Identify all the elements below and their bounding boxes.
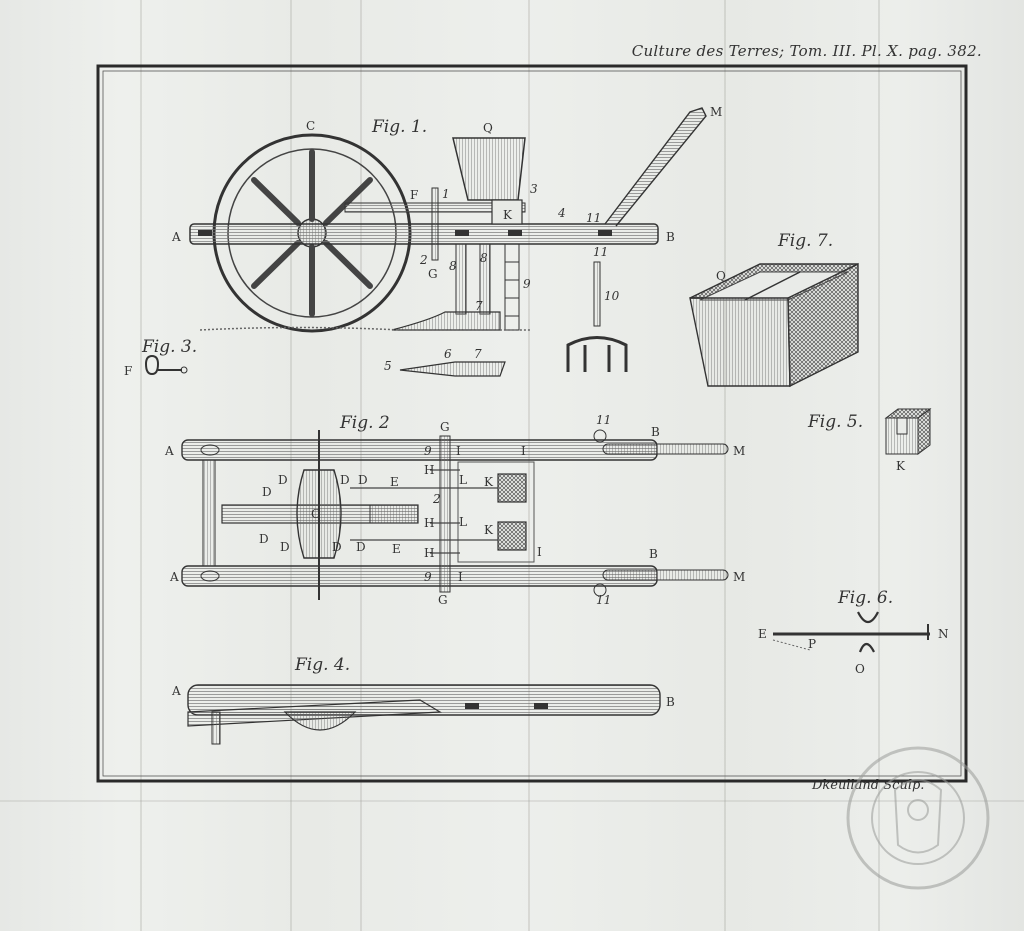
svg-text:A: A bbox=[164, 444, 174, 458]
fig5-title: Fig. 5. bbox=[807, 412, 863, 432]
parts-labels: 5 6 7 11 10 bbox=[384, 245, 620, 373]
svg-text:D: D bbox=[358, 473, 368, 487]
fig2-labels: A A B B M M G G C 9 9 I I I I H H H L L … bbox=[164, 413, 745, 607]
fig1-title: Fig. 1. bbox=[371, 117, 427, 137]
svg-text:11: 11 bbox=[593, 245, 608, 259]
svg-text:E: E bbox=[758, 627, 767, 641]
paper-fold bbox=[878, 0, 880, 931]
fig6-title: Fig. 6. bbox=[837, 588, 893, 608]
plate-inner-border bbox=[102, 70, 962, 777]
svg-text:Q: Q bbox=[483, 121, 493, 135]
svg-text:G: G bbox=[428, 267, 438, 281]
fig7-title: Fig. 7. bbox=[777, 231, 833, 251]
svg-text:2: 2 bbox=[432, 492, 441, 506]
svg-text:8: 8 bbox=[449, 259, 457, 273]
svg-text:7: 7 bbox=[474, 347, 482, 361]
svg-text:F: F bbox=[410, 188, 418, 202]
fig4-title: Fig. 4. bbox=[294, 655, 350, 675]
svg-text:D: D bbox=[280, 540, 290, 554]
svg-text:P: P bbox=[808, 637, 816, 651]
svg-text:D: D bbox=[340, 473, 350, 487]
svg-text:11: 11 bbox=[596, 413, 611, 427]
svg-text:A: A bbox=[171, 684, 181, 698]
svg-text:I: I bbox=[456, 444, 461, 458]
svg-text:M: M bbox=[733, 444, 745, 458]
svg-text:B: B bbox=[649, 547, 658, 561]
fig2-title: Fig. 2 bbox=[339, 413, 390, 433]
svg-text:O: O bbox=[855, 662, 865, 676]
fig4-labels: A B bbox=[171, 684, 675, 709]
svg-text:L: L bbox=[459, 473, 467, 487]
svg-text:11: 11 bbox=[586, 211, 601, 225]
fig3-label: F bbox=[124, 364, 132, 378]
svg-text:10: 10 bbox=[604, 289, 620, 303]
svg-text:A: A bbox=[171, 230, 181, 244]
fig6-drawing bbox=[772, 611, 930, 653]
fig1-labels: A B C Q M F G K 1 2 3 4 8 8 9 7 11 bbox=[171, 105, 722, 313]
svg-text:K: K bbox=[503, 208, 513, 222]
svg-text:I: I bbox=[537, 545, 542, 559]
svg-text:I: I bbox=[458, 570, 463, 584]
svg-text:9: 9 bbox=[424, 570, 432, 584]
paper-fold bbox=[360, 0, 362, 931]
plate-title: Culture des Terres; Tom. III. Pl. X. pag… bbox=[631, 42, 982, 60]
svg-text:G: G bbox=[440, 420, 450, 434]
svg-text:D: D bbox=[278, 473, 288, 487]
svg-text:C: C bbox=[311, 507, 320, 521]
svg-text:K: K bbox=[484, 475, 494, 489]
svg-text:N: N bbox=[938, 627, 949, 641]
svg-text:D: D bbox=[259, 532, 269, 546]
paper-fold bbox=[290, 0, 292, 931]
fig4-beam bbox=[187, 684, 661, 745]
svg-text:5: 5 bbox=[384, 359, 392, 373]
fig7-label: Q bbox=[716, 269, 726, 283]
svg-text:B: B bbox=[651, 425, 660, 439]
fig3-title: Fig. 3. bbox=[141, 337, 197, 357]
svg-text:A: A bbox=[169, 570, 179, 584]
svg-text:M: M bbox=[733, 570, 745, 584]
svg-text:K: K bbox=[484, 523, 494, 537]
library-stamp bbox=[846, 746, 990, 890]
svg-text:11: 11 bbox=[596, 593, 611, 607]
svg-text:9: 9 bbox=[424, 444, 432, 458]
fig2-plan-view bbox=[181, 429, 729, 600]
svg-text:I: I bbox=[521, 444, 526, 458]
svg-text:B: B bbox=[666, 695, 675, 709]
svg-text:C: C bbox=[306, 119, 315, 133]
svg-text:G: G bbox=[438, 593, 448, 607]
plate-border bbox=[96, 64, 968, 783]
paper-fold bbox=[0, 800, 1024, 802]
fig6-labels: E N P O bbox=[758, 627, 949, 676]
svg-text:H: H bbox=[424, 516, 434, 530]
fig1-side-view bbox=[189, 107, 707, 333]
paper-fold bbox=[724, 0, 726, 931]
svg-text:6: 6 bbox=[444, 347, 452, 361]
svg-text:9: 9 bbox=[523, 277, 531, 291]
svg-text:D: D bbox=[262, 485, 272, 499]
svg-text:H: H bbox=[424, 546, 434, 560]
svg-text:8: 8 bbox=[480, 251, 488, 265]
svg-text:H: H bbox=[424, 463, 434, 477]
fig7-hopper-box bbox=[689, 262, 859, 388]
fig5-label: K bbox=[896, 459, 906, 473]
svg-text:1: 1 bbox=[442, 187, 450, 201]
svg-text:3: 3 bbox=[530, 182, 538, 196]
fig5-seed-cell bbox=[884, 408, 932, 455]
svg-text:E: E bbox=[392, 542, 401, 556]
parts-drawings bbox=[399, 261, 628, 377]
svg-text:M: M bbox=[710, 105, 722, 119]
svg-text:2: 2 bbox=[419, 253, 428, 267]
svg-text:B: B bbox=[666, 230, 675, 244]
fig3-drawing bbox=[144, 354, 188, 376]
paper-fold bbox=[528, 0, 530, 931]
paper-fold bbox=[140, 0, 142, 931]
svg-text:E: E bbox=[390, 475, 399, 489]
svg-text:4: 4 bbox=[557, 206, 566, 220]
svg-text:D: D bbox=[332, 540, 342, 554]
svg-text:D: D bbox=[356, 540, 366, 554]
svg-text:L: L bbox=[459, 515, 467, 529]
svg-text:7: 7 bbox=[475, 299, 483, 313]
